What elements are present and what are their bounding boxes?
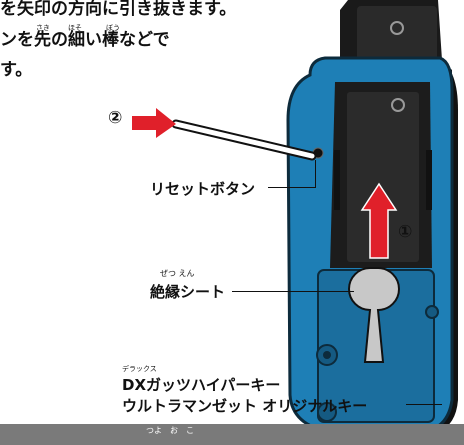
arrow-step1 (360, 182, 398, 259)
arrow-step2 (132, 108, 176, 138)
key-label-line-1: DXガッツハイパーキー (122, 376, 281, 394)
screw (317, 402, 337, 422)
instruction-line-1: を矢印の方向に引き抜きます。 (0, 0, 237, 19)
insulation-leader-line (232, 291, 354, 292)
ruby-bou: ぼう (106, 24, 120, 32)
key-label-line-2: ウルトラマンゼット オリジナルキー (122, 397, 368, 415)
slot-hole (391, 98, 405, 112)
reset-button-label: リセットボタン (150, 180, 256, 198)
instruction-line-2: ンを先の細い棒などで (0, 30, 170, 50)
ruby-hoso: ほそ (68, 24, 82, 32)
key-leader-line (406, 404, 442, 405)
dx-ruby: デラックス (122, 365, 157, 373)
key-slot-inner (347, 92, 419, 262)
instruction-line-3: す。 (0, 60, 33, 80)
insulation-ruby: ぜつ えん (160, 269, 195, 278)
bottom-bar-ruby: つよ お こ (146, 426, 194, 435)
ruby-saki: さき (36, 24, 50, 32)
bracket-hole (390, 21, 404, 35)
step-1-marker: ① (398, 222, 413, 242)
bottom-section-bar (0, 424, 464, 445)
step-2-marker: ② (108, 108, 123, 128)
reset-leader-line (268, 187, 316, 188)
insulation-sheet-label: 絶縁シート (150, 283, 226, 301)
insulation-sheet (348, 267, 400, 363)
reset-leader-vertical (315, 160, 316, 188)
screw (425, 305, 439, 319)
